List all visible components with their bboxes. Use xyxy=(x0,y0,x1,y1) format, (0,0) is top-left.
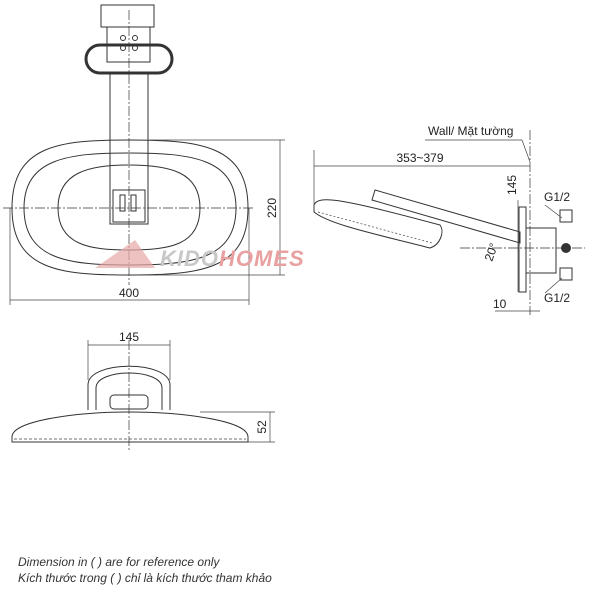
note-vietnamese: Kích thước trong ( ) chỉ là kích thước t… xyxy=(18,571,272,585)
dim-arm-length: 353~379 xyxy=(396,151,443,165)
thread-bottom-label: G1/2 xyxy=(544,291,570,305)
front-view xyxy=(11,340,275,450)
dim-angle: 20° xyxy=(482,241,501,263)
watermark-logo: KIDOHOMES xyxy=(95,240,305,271)
wall-label: Wall/ Mặt tường xyxy=(428,124,513,138)
dim-flange: 10 xyxy=(493,297,507,311)
dim-head-height: 145 xyxy=(505,175,519,195)
note-english: Dimension in ( ) are for reference only xyxy=(18,555,220,569)
dim-side-height: 52 xyxy=(255,420,269,434)
svg-text:KIDOHOMES: KIDOHOMES xyxy=(160,246,305,271)
dim-width: 400 xyxy=(119,286,139,300)
top-view xyxy=(3,4,285,305)
dim-bracket-width: 145 xyxy=(119,330,139,344)
thread-top-label: G1/2 xyxy=(544,190,570,204)
side-view-right xyxy=(313,130,585,315)
dim-depth: 220 xyxy=(265,198,279,218)
